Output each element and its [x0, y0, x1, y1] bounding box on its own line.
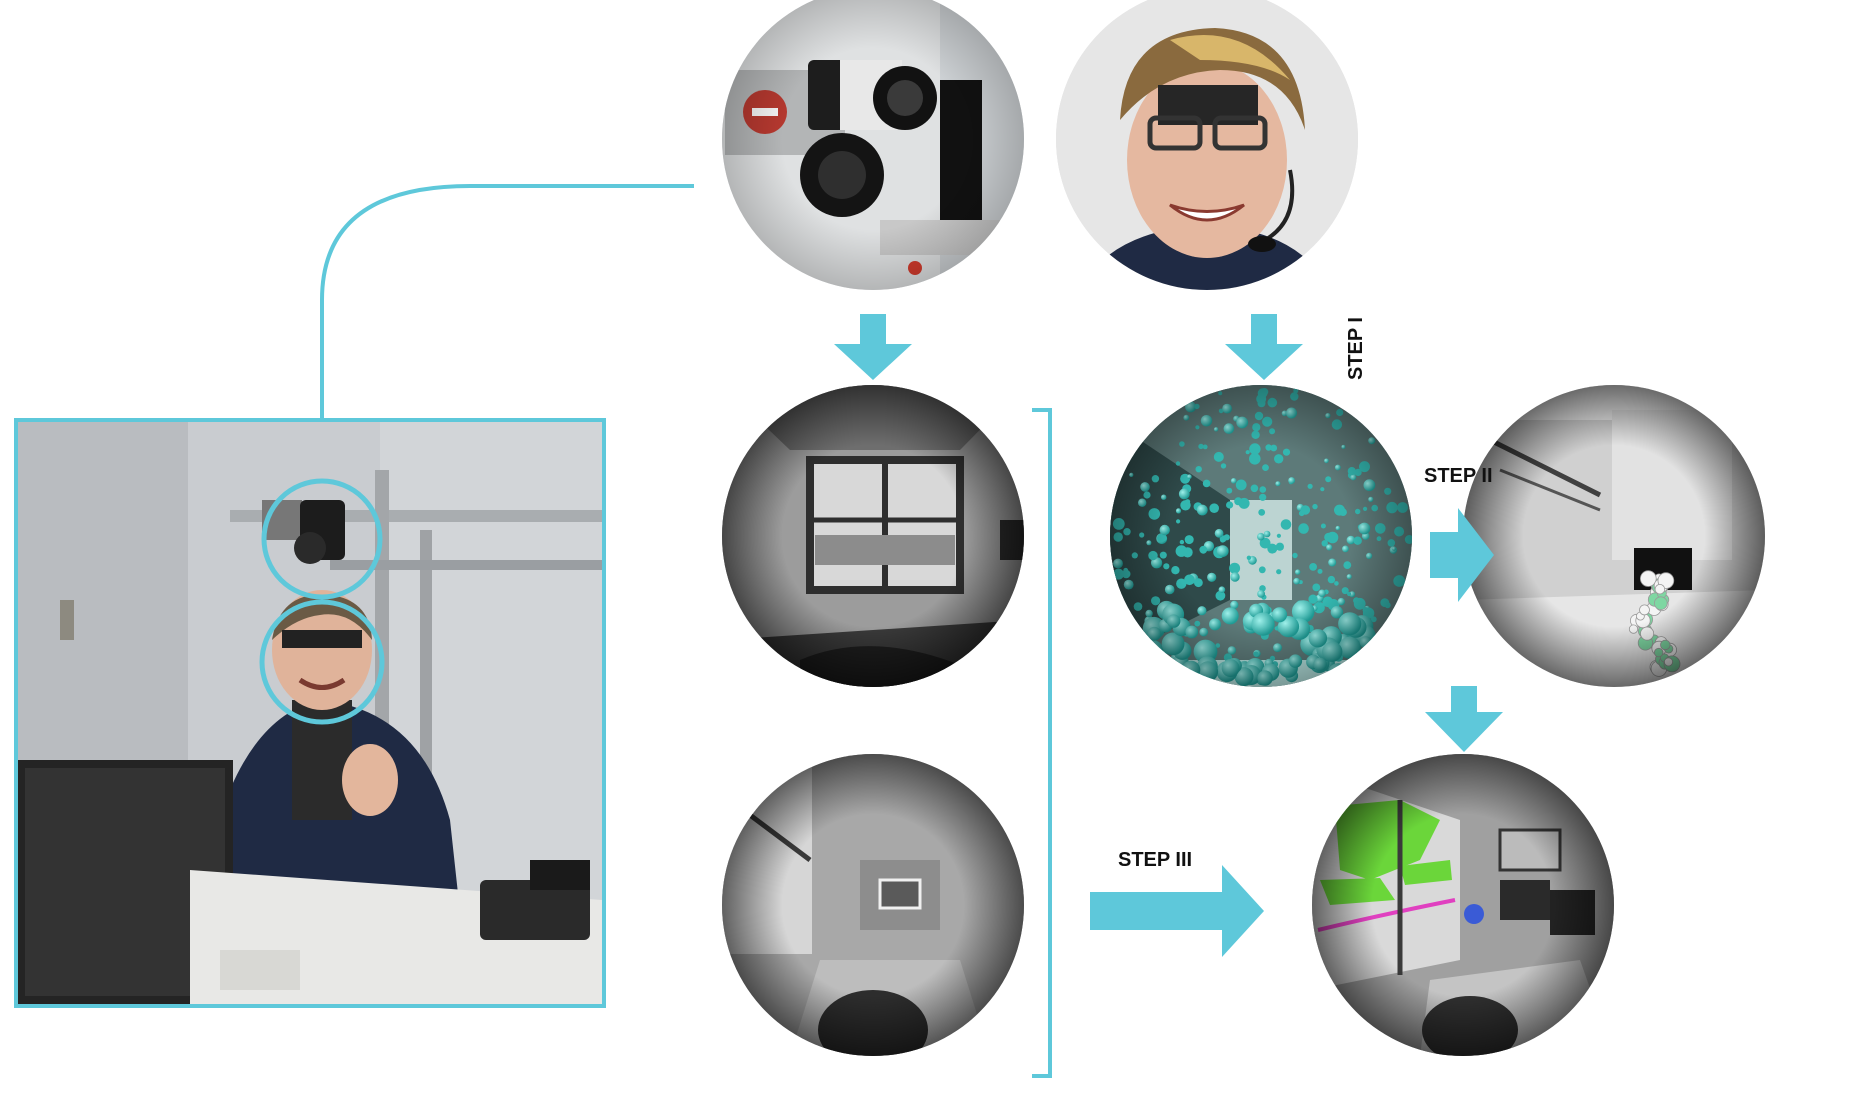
camera-highlight-circle	[261, 478, 383, 600]
arrow-down-camera	[834, 314, 912, 380]
particle	[1343, 659, 1356, 673]
arrow-right-step3	[1090, 865, 1264, 957]
particle	[1172, 665, 1187, 680]
fisheye-bracket	[1032, 408, 1052, 1078]
particle	[1345, 670, 1359, 684]
step-3-label: STEP III	[1118, 849, 1192, 871]
arrow-right-step2	[1430, 508, 1494, 602]
arrow-down-eyetracker	[1225, 314, 1303, 380]
camera-closeup	[722, 0, 1024, 290]
particle	[1344, 658, 1367, 681]
particle	[1161, 663, 1184, 686]
eyetracker-highlight-circle	[259, 599, 385, 725]
fisheye-room	[722, 754, 1024, 1056]
fisheye-window	[722, 385, 1024, 687]
gaze-sphere	[1463, 385, 1765, 687]
particles-sphere	[1110, 385, 1412, 687]
arrow-down-step2	[1425, 686, 1503, 752]
step-2-label: STEP II	[1424, 465, 1493, 487]
result-sphere	[1312, 754, 1614, 1056]
eye-tracker-closeup	[1056, 0, 1358, 290]
step-1-label: STEP I	[1345, 317, 1367, 380]
photo-office-setup	[14, 418, 606, 1008]
connector-line	[320, 184, 694, 422]
